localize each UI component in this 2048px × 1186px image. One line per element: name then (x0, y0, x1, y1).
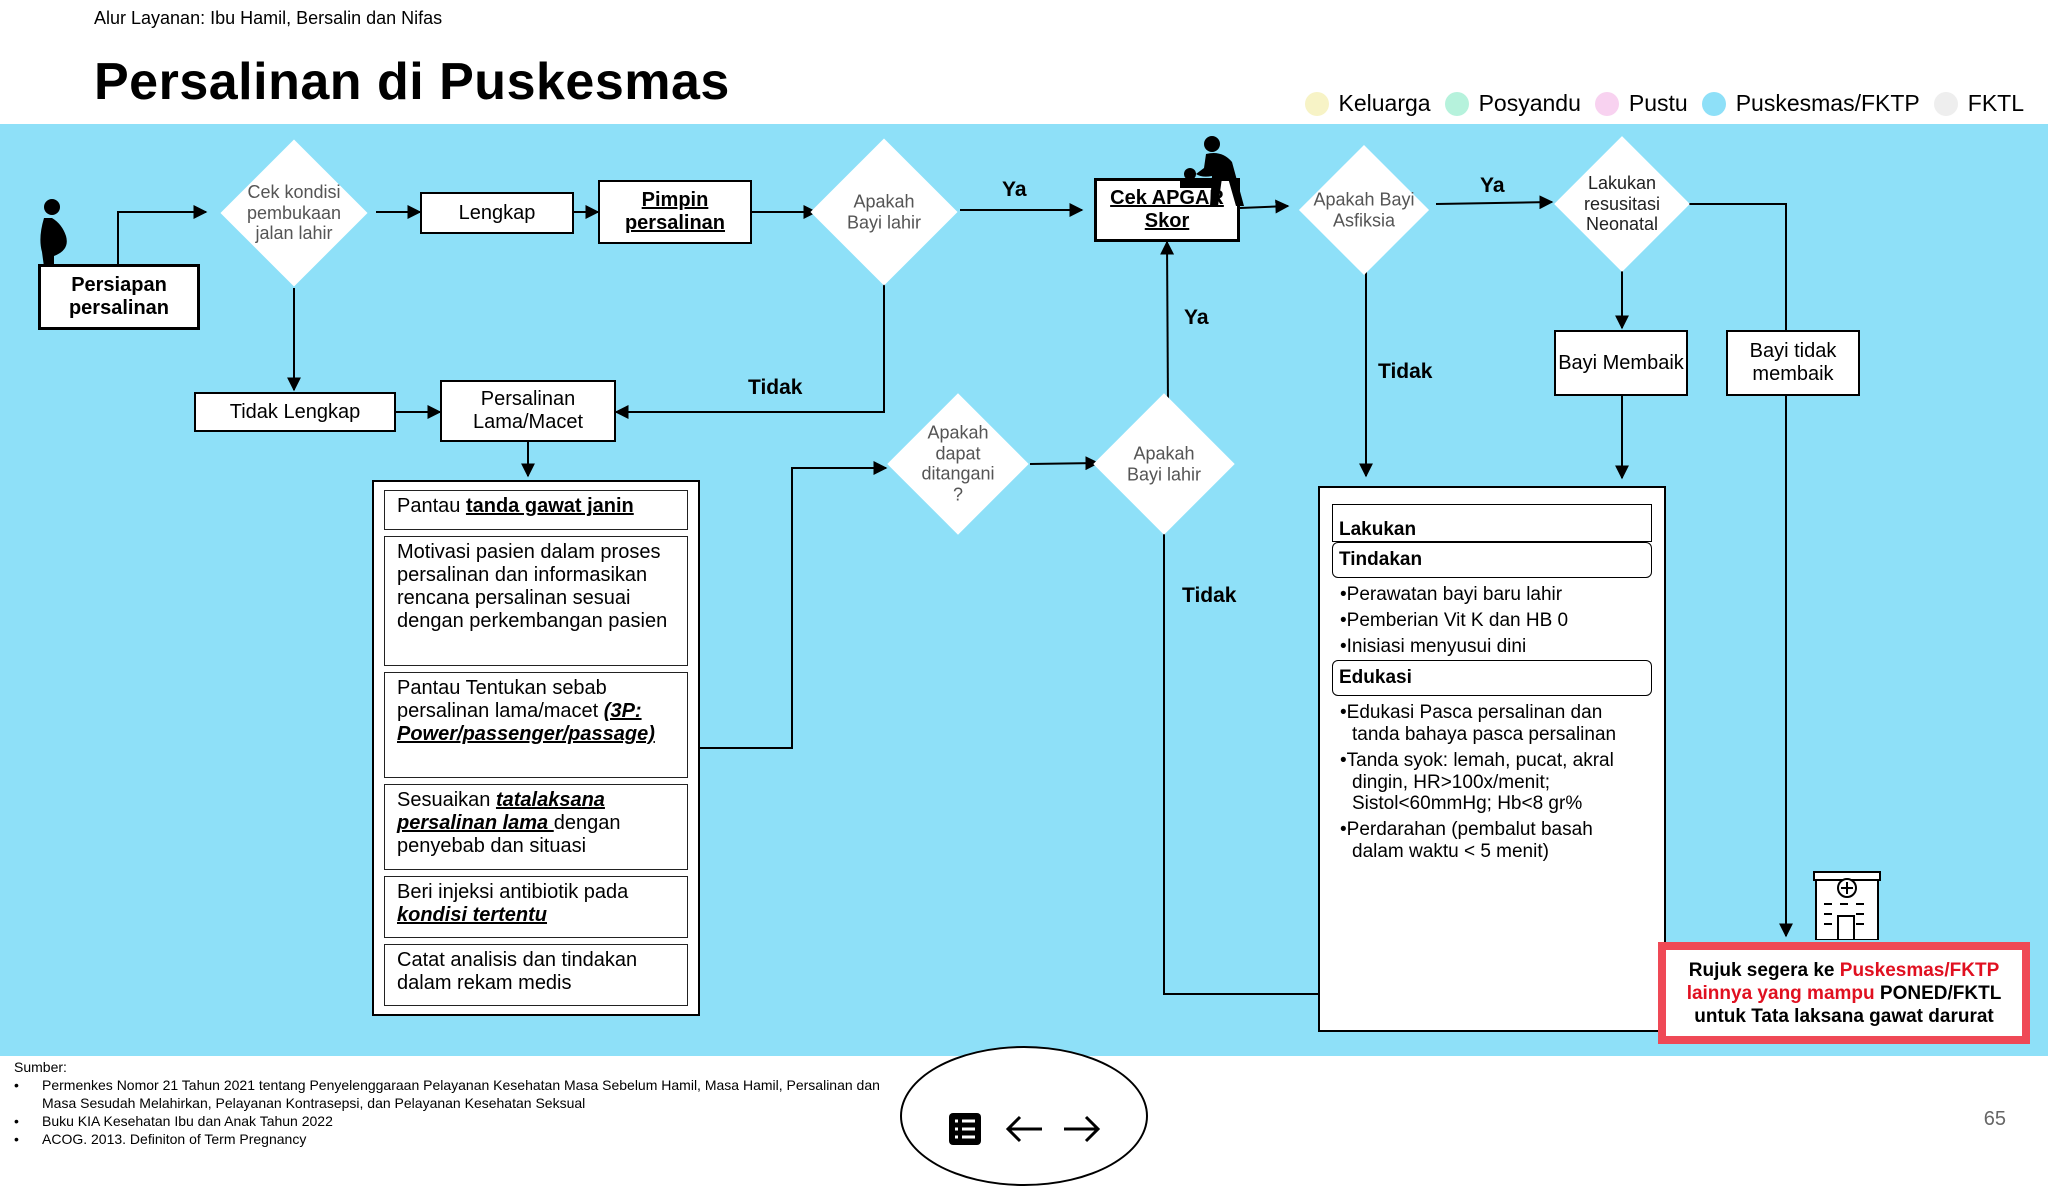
monitor-item-3: Pantau Tentukan sebab persalinan lama/ma… (384, 672, 688, 778)
legend-dot (1701, 91, 1726, 116)
monitor-item-1-emphasis: tanda gawat janin (465, 495, 634, 517)
legend-item-puskesmas: Puskesmas/FKTP (1701, 90, 1920, 117)
decision-bayi-lahir-1: Apakah Bayi lahir (846, 191, 922, 232)
box-lengkap: Lengkap (420, 192, 574, 234)
source-item: Permenkes Nomor 21 Tahun 2021 tentang Pe… (14, 1076, 884, 1112)
list-item: •Perawatan bayi baru lahir (1340, 584, 1563, 605)
monitor-item-4-text: Sesuaikan (397, 789, 496, 811)
monitor-item-5-emphasis: kondisi tertentu (397, 904, 548, 926)
legend-label: Pustu (1628, 90, 1688, 116)
legend-label: Keluarga (1338, 90, 1431, 116)
source-item: Buku KIA Kesehatan Ibu dan Anak Tahun 20… (14, 1112, 884, 1130)
list-icon[interactable] (948, 1112, 982, 1146)
decision-resusitasi: Lakukan resusitasi Neonatal (1583, 172, 1661, 235)
list-item: •Inisiasi menyusui dini (1340, 635, 1527, 657)
list-item: •Edukasi Pasca persalinan dan tanda baha… (1340, 702, 1617, 745)
legend-dot (1444, 91, 1469, 116)
arrow-left-icon[interactable] (1004, 1112, 1044, 1146)
box-persalinan-lama-macet: Persalinan Lama/Macet (440, 380, 616, 442)
legend: Keluarga Posyandu Pustu Puskesmas/FKTP F… (1304, 90, 2024, 117)
legend-label: Puskesmas/FKTP (1735, 90, 1920, 116)
list-item: •Tanda syok: lemah, pucat, akral dingin,… (1340, 749, 1614, 815)
monitor-item-4-text-post: dengan penyebab dan situasi (397, 812, 621, 857)
legend-label: Posyandu (1478, 90, 1581, 116)
legend-item-pustu: Pustu (1594, 90, 1688, 117)
refer-text-pre: Rujuk segera ke (1688, 960, 1840, 981)
action-heading-edukasi: Edukasi (1332, 660, 1652, 696)
legend-item-keluarga: Keluarga (1304, 90, 1431, 117)
refer-box: Rujuk segera ke Puskesmas/FKTP lainnya y… (1658, 942, 2030, 1044)
label-ya-3: Ya (1184, 306, 1209, 329)
action-list-edukasi: •Edukasi Pasca persalinan dan tanda baha… (1340, 702, 1646, 867)
list-item: •Perdarahan (pembalut basah dalam waktu … (1340, 819, 1593, 863)
decision-cek-kondisi: Cek kondisi pembukaan jalan lahir (246, 181, 342, 244)
monitor-item-4-emphasis: tatalaksana persalinan lama (397, 789, 605, 834)
action-heading-lakukan: Lakukan (1332, 504, 1652, 542)
hospital-icon (1813, 871, 1881, 940)
start-persiapan-persalinan: Persiapan persalinan (38, 264, 200, 330)
refer-text-highlight: Puskesmas/FKTP lainnya yang mampu (1686, 960, 2000, 1004)
sources: Sumber: Permenkes Nomor 21 Tahun 2021 te… (14, 1058, 884, 1148)
box-bayi-tidak-membaik: Bayi tidak membaik (1726, 330, 1860, 396)
label-ya-2: Ya (1480, 174, 1505, 197)
box-bayi-membaik: Bayi Membaik (1554, 330, 1688, 396)
label-tidak-2: Tidak (1378, 360, 1433, 383)
refer-text: Rujuk segera ke Puskesmas/FKTP lainnya y… (1666, 950, 2022, 1036)
monitor-item-6: Catat analisis dan tindakan dalam rekam … (384, 944, 688, 1006)
decision-dapat-ditangani: Apakah dapat ditangani ? (921, 422, 995, 505)
monitor-item-5: Beri injeksi antibiotik pada kondisi ter… (384, 876, 688, 938)
refer-text-post: PONED/FKTL untuk Tata laksana gawat daru… (1694, 982, 2002, 1027)
monitor-item-4: Sesuaikan tatalaksana persalinan lama de… (384, 784, 688, 870)
monitor-item-3-text: Pantau Tentukan sebab persalinan lama/ma… (397, 677, 607, 722)
action-list-tindakan: •Perawatan bayi baru lahir •Pemberian Vi… (1340, 584, 1646, 662)
action-panel: Lakukan Tindakan •Perawatan bayi baru la… (1318, 486, 1666, 1032)
label-ya-1: Ya (1002, 178, 1027, 201)
breadcrumb: Alur Layanan: Ibu Hamil, Bersalin dan Ni… (94, 8, 443, 28)
monitor-item-1-text: Pantau (397, 495, 466, 517)
label-tidak-3: Tidak (1182, 584, 1237, 607)
legend-dot (1933, 91, 1958, 116)
legend-dot (1594, 91, 1619, 116)
monitor-item-2: Motivasi pasien dalam proses persalinan … (384, 536, 688, 666)
page-number: 65 (1983, 1108, 2006, 1130)
box-tidak-lengkap: Tidak Lengkap (194, 392, 396, 432)
page-title: Persalinan di Puskesmas (94, 53, 730, 111)
arrow-right-icon[interactable] (1062, 1112, 1102, 1146)
monitoring-panel: Pantau tanda gawat janin Motivasi pasien… (372, 480, 700, 1016)
monitor-item-1: Pantau tanda gawat janin (384, 490, 688, 530)
box-pimpin-persalinan: Pimpin persalinan (598, 180, 752, 244)
sources-heading: Sumber: (14, 1059, 67, 1075)
action-heading-tindakan: Tindakan (1332, 542, 1652, 578)
list-item: •Pemberian Vit K dan HB 0 (1340, 609, 1569, 631)
label-tidak-1: Tidak (748, 376, 803, 399)
source-item: ACOG. 2013. Definiton of Term Pregnancy (14, 1130, 884, 1148)
monitor-item-5-text: Beri injeksi antibiotik pada (397, 881, 629, 903)
decision-asfiksia: Apakah Bayi Asfiksia (1313, 189, 1415, 230)
legend-item-posyandu: Posyandu (1444, 90, 1581, 117)
monitor-item-3-emphasis: (3P: Power/passenger/passage) (397, 700, 655, 745)
legend-dot (1304, 91, 1329, 116)
baby-care-icon (1180, 136, 1244, 206)
decision-bayi-lahir-2: Apakah Bayi lahir (1126, 443, 1202, 484)
legend-item-fktl: FKTL (1933, 90, 2024, 117)
flowchart-canvas: Cek kondisi pembukaan jalan lahir Apakah… (0, 124, 2048, 1056)
legend-label: FKTL (1967, 90, 2024, 116)
